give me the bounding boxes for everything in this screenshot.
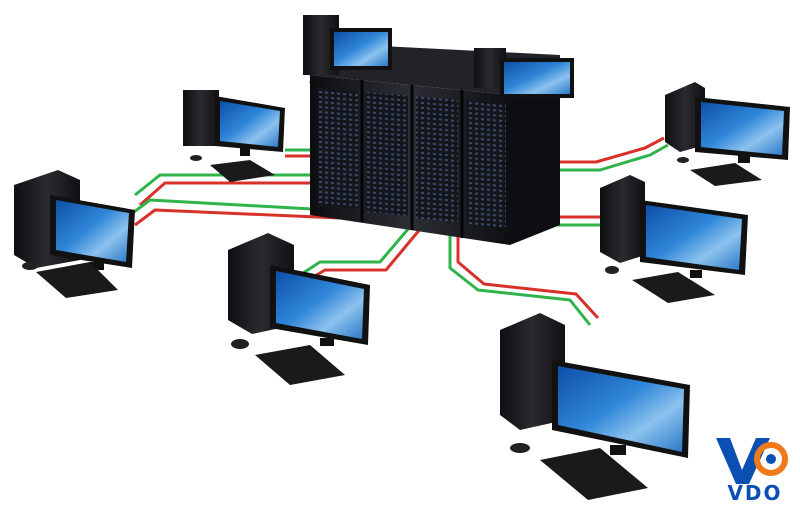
cable-red [456,230,600,320]
rack-unit [416,96,458,223]
desktop-computer-icon [665,82,790,186]
cable-green [545,143,669,172]
desktop-computer-icon [183,90,285,182]
rack-unit [366,92,408,216]
vdo-logo [716,438,788,484]
cable-green [129,198,331,217]
logo-text: VDO [727,481,783,505]
rack-unit [466,100,506,229]
desktop-computer-icon [228,233,370,385]
cable-green [299,214,422,277]
desktop-computer-icon [303,15,392,75]
cable-red [134,208,341,227]
desktop-computer-icon [600,175,748,303]
desktop-computer-icon [474,48,574,98]
cable-green [448,230,592,326]
cable-red [545,136,665,164]
rack-unit [318,87,358,210]
desktop-computer-icon [14,170,135,298]
desktop-computer-icon [500,313,690,500]
